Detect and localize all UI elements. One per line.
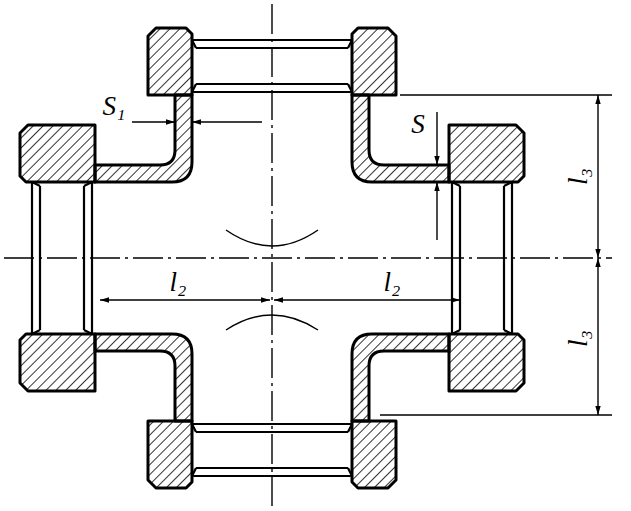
center-lines — [4, 4, 612, 506]
dimension-label: S — [411, 111, 425, 138]
dimension-label: l₂ — [384, 269, 401, 296]
dimension-label: l₃ — [564, 168, 591, 185]
dimension-label: l₂ — [170, 269, 187, 296]
dimension-label: S₁ — [103, 93, 126, 120]
dimension-lines — [100, 95, 612, 415]
dimension-label: l₃ — [564, 330, 591, 347]
